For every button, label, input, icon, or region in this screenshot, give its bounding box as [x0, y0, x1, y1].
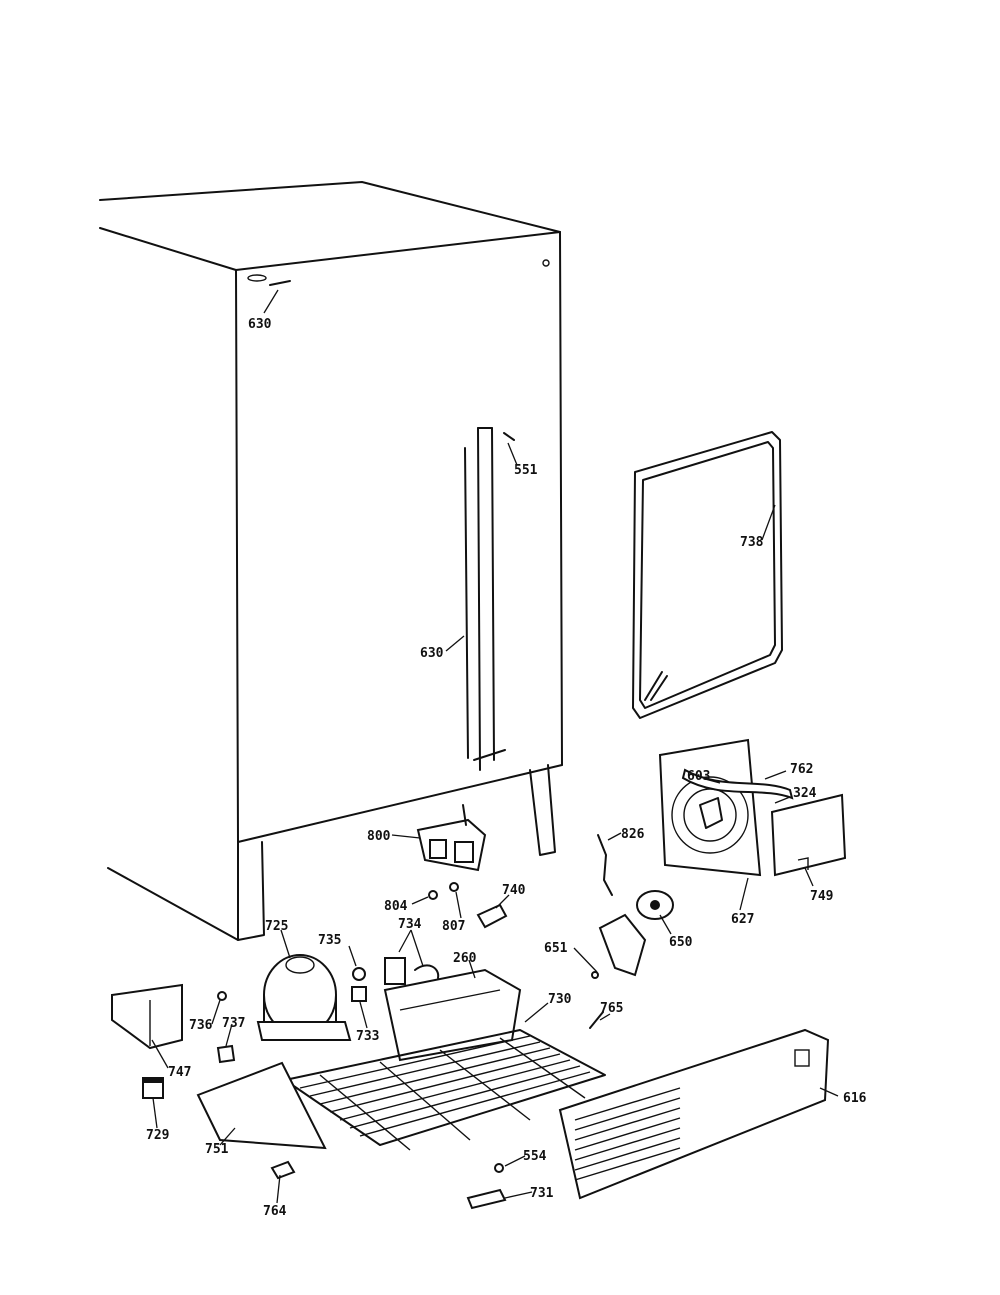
condenser-coil — [284, 1029, 606, 1151]
part-729 — [142, 1077, 164, 1099]
callout-749: 749 — [810, 889, 833, 904]
water-valve — [416, 804, 487, 872]
callout-324: 324 — [793, 786, 817, 801]
refrigerator-cabinet — [99, 181, 563, 941]
callout-740: 740 — [502, 883, 526, 898]
callout-630-side: 630 — [420, 646, 444, 661]
callout-725: 725 — [265, 919, 288, 934]
callout-751: 751 — [205, 1142, 229, 1157]
callout-800: 800 — [367, 829, 391, 844]
callout-826: 826 — [621, 827, 645, 842]
callout-737: 737 — [222, 1016, 245, 1031]
callout-551: 551 — [514, 463, 538, 478]
evaporator-tube — [681, 768, 794, 800]
callout-736: 736 — [189, 1018, 213, 1033]
door-gasket — [632, 431, 783, 719]
callout-260: 260 — [453, 951, 477, 966]
center-channel — [464, 427, 515, 771]
grille — [558, 1028, 830, 1200]
callout-630-top: 630 — [248, 317, 272, 332]
callout-730: 730 — [548, 992, 572, 1007]
fan-shroud — [658, 738, 762, 877]
callout-554: 554 — [523, 1149, 547, 1164]
bracket-747 — [111, 983, 183, 1050]
callout-labels: 630 551 738 630 762 603 324 826 800 749 … — [146, 317, 867, 1219]
callout-735: 735 — [318, 933, 341, 948]
callout-731: 731 — [530, 1186, 554, 1201]
callout-733: 733 — [356, 1029, 379, 1044]
callout-764: 764 — [263, 1204, 287, 1219]
small-parts — [428, 834, 674, 1029]
callout-616: 616 — [843, 1091, 867, 1106]
relay-parts — [216, 957, 440, 1064]
callout-804: 804 — [384, 899, 408, 914]
callout-807: 807 — [442, 919, 465, 934]
callout-734: 734 — [398, 917, 422, 932]
callout-627: 627 — [731, 912, 754, 927]
callout-603: 603 — [687, 769, 710, 784]
control-board — [770, 793, 847, 877]
callout-762: 762 — [790, 762, 813, 777]
base-plate-751 — [196, 1061, 327, 1150]
compressor — [256, 954, 352, 1041]
callout-738: 738 — [740, 535, 764, 550]
callout-650: 650 — [669, 935, 693, 950]
callout-651: 651 — [544, 941, 568, 956]
callout-729: 729 — [146, 1128, 169, 1143]
callout-747: 747 — [168, 1065, 191, 1080]
leader-lines — [151, 289, 839, 1204]
callout-765: 765 — [600, 1001, 623, 1016]
bottom-hardware — [270, 1160, 507, 1210]
